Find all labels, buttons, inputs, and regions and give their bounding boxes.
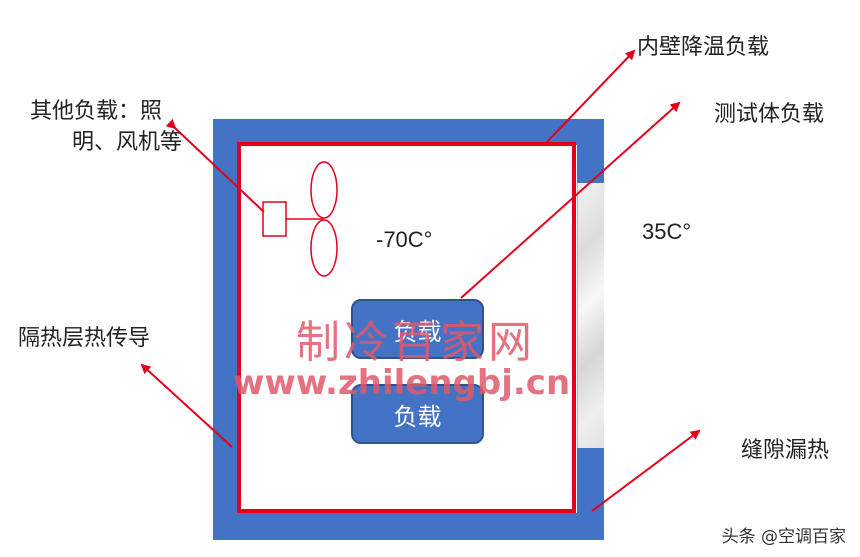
watermark-cn: 制冷百家网	[296, 317, 536, 368]
test-load-box-1: 负载	[351, 299, 484, 359]
outside-temperature: 35C°	[642, 219, 692, 244]
label-inner-wall-cooling: 内壁降温负载	[637, 35, 770, 60]
chamber-left-wall	[213, 119, 239, 540]
source-credit: 头条 @空调百家	[721, 527, 846, 547]
chamber-bottom-wall	[213, 513, 604, 540]
chamber-door-panel	[577, 183, 604, 448]
inside-temperature: -70C°	[376, 227, 433, 252]
test-load-label-1: 负载	[393, 317, 442, 346]
test-load-label-2: 负载	[393, 402, 442, 431]
arrow-gap-leakage	[591, 429, 701, 512]
arrow-test-load	[460, 101, 681, 299]
chamber-top-wall	[213, 119, 604, 145]
arrow-inner-wall	[544, 49, 636, 145]
label-test-body-load: 测试体负载	[714, 102, 825, 127]
label-gap-leakage: 缝隙漏热	[741, 438, 830, 463]
label-other-load-line2: 明、风机等	[72, 130, 183, 155]
test-load-box-2: 负载	[351, 384, 484, 444]
watermark-url: www.zhilengbj.cn	[233, 363, 571, 403]
label-insulation-conduction: 隔热层热传导	[18, 326, 151, 351]
arrow-insulation	[140, 363, 233, 448]
label-other-load-line1: 其他负载：照	[30, 99, 163, 124]
arrow-other-load	[165, 118, 265, 213]
fan-icon	[262, 161, 338, 277]
